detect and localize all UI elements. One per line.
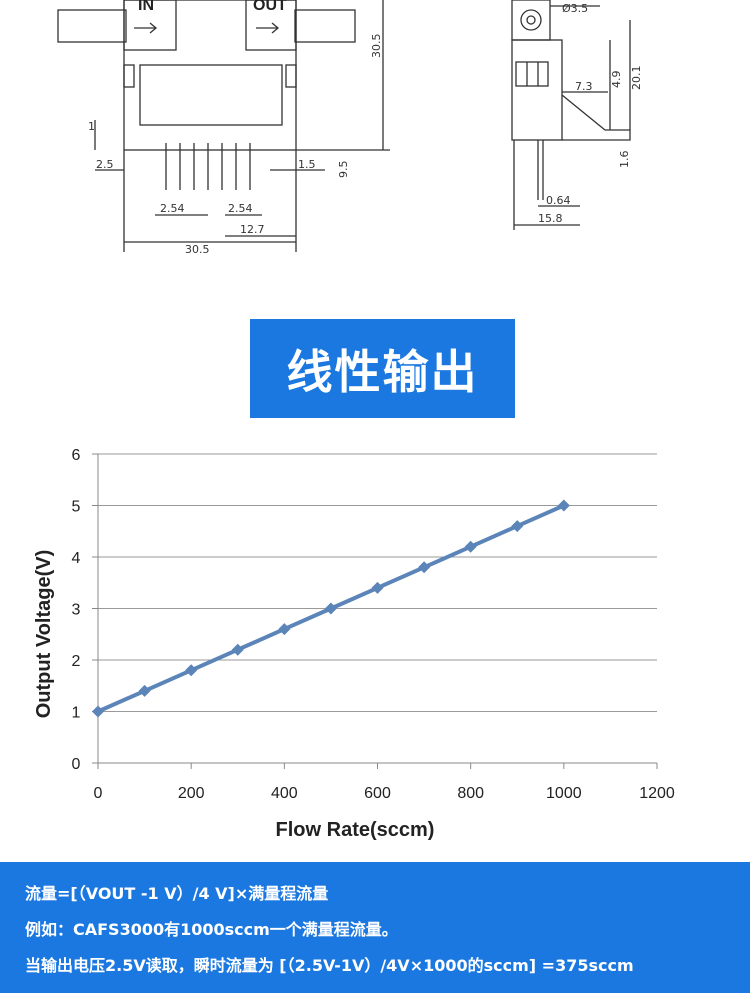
dim-1: 1 (88, 120, 95, 133)
data-point (278, 623, 291, 636)
y-tick-label: 2 (72, 653, 81, 670)
out-label: OUT (253, 0, 287, 14)
data-point (185, 664, 198, 677)
dim-7-3: 7.3 (575, 80, 593, 93)
x-tick-label: 600 (364, 785, 391, 802)
y-axis-title: Output Voltage(V) (33, 550, 55, 719)
x-tick-label: 800 (457, 785, 484, 802)
dim-height: 30.5 (370, 34, 383, 59)
data-point (92, 705, 104, 718)
data-point (511, 520, 524, 533)
data-point (324, 602, 337, 615)
chart-axes (92, 453, 658, 769)
dim-4-9: 4.9 (610, 71, 623, 89)
dim-0-64: 0.64 (546, 194, 571, 207)
data-point (371, 581, 384, 594)
data-point (231, 643, 244, 656)
data-point (557, 499, 570, 512)
y-tick-label: 0 (72, 756, 81, 773)
dim-pitch-b: 2.54 (228, 202, 253, 215)
dim-1-5: 1.5 (298, 158, 316, 171)
dim-width: 30.5 (185, 243, 210, 256)
in-label: IN (138, 0, 154, 14)
y-tick-label: 5 (72, 499, 81, 516)
x-axis-title: Flow Rate(sccm) (276, 819, 435, 841)
y-tick-label: 1 (72, 705, 81, 722)
formula-footer: 流量=[（VOUT -1 V）/4 V]×满量程流量 例如：CAFS3000有1… (0, 862, 750, 993)
technical-drawing: IN OUT 30.5 1 2.5 1.5 9.5 2.54 2.54 12.7… (57, 0, 643, 256)
formula-line: 流量=[（VOUT -1 V）/4 V]×满量程流量 (25, 884, 329, 903)
section-title-banner: 线性输出 (250, 319, 515, 418)
calculation-line: 当输出电压2.5V读取，瞬时流量为 [（2.5V-1V）/4V×1000的scc… (25, 956, 634, 975)
dim-2-5: 2.5 (96, 158, 114, 171)
chart-series (92, 499, 570, 718)
dim-20-1: 20.1 (630, 66, 643, 91)
dim-pitch-a: 2.54 (160, 202, 185, 215)
dim-15-8: 15.8 (538, 212, 563, 225)
example-line: 例如：CAFS3000有1000sccm一个满量程流量。 (25, 920, 398, 939)
y-tick-label: 4 (72, 550, 81, 567)
x-tick-label: 400 (271, 785, 298, 802)
dim-12-7: 12.7 (240, 223, 265, 236)
y-tick-label: 3 (72, 602, 81, 619)
chart-tick-labels: 0 1 2 3 4 5 6 0 200 400 600 800 1000 1200 (72, 447, 675, 802)
dim-1-6: 1.6 (618, 151, 631, 169)
dim-hole: Ø3.5 (562, 2, 588, 15)
section-title: 线性输出 (286, 344, 479, 399)
x-tick-label: 0 (94, 785, 103, 802)
line-chart: 0 1 2 3 4 5 6 0 200 400 600 800 1000 1200 Flow Rate(s… (33, 447, 675, 841)
x-tick-label: 200 (178, 785, 205, 802)
x-tick-label: 1200 (639, 785, 675, 802)
data-point (138, 684, 151, 697)
dim-9-5: 9.5 (337, 161, 350, 179)
x-tick-label: 1000 (546, 785, 582, 802)
y-tick-label: 6 (72, 447, 81, 464)
data-point (418, 561, 431, 574)
data-point (464, 540, 477, 553)
